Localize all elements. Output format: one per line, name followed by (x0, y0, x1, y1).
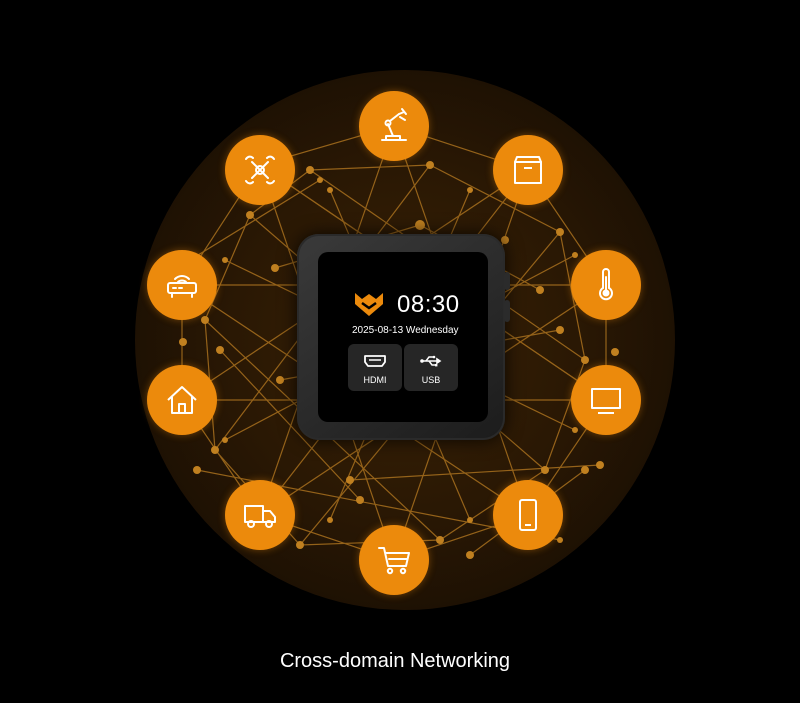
home-icon (147, 365, 217, 435)
side-button-bottom[interactable] (504, 300, 510, 322)
clock-date: 2025-08-13 Wednesday (352, 325, 459, 336)
brand-logo-icon (355, 293, 383, 316)
side-button-top[interactable] (504, 272, 510, 290)
clock-time: 08:30 (397, 291, 460, 318)
monitor-icon (571, 365, 641, 435)
caption-text: Cross-domain Networking (279, 650, 511, 672)
usb-label: USB (421, 375, 441, 385)
package-box-icon (493, 135, 563, 205)
thermometer-icon (571, 250, 641, 320)
hdmi-tile[interactable]: HDMI (348, 344, 402, 391)
hdmi-label: HDMI (363, 375, 387, 385)
shopping-cart-icon (359, 525, 429, 595)
device-screen (318, 252, 488, 422)
smartphone-icon (493, 480, 563, 550)
usb-icon (420, 355, 442, 367)
robot-arm-icon (359, 91, 429, 161)
usb-tile[interactable]: USB (404, 344, 458, 391)
router-icon (147, 250, 217, 320)
drone-icon (225, 135, 295, 205)
delivery-truck-icon (225, 480, 295, 550)
hdmi-port-icon (364, 355, 386, 367)
